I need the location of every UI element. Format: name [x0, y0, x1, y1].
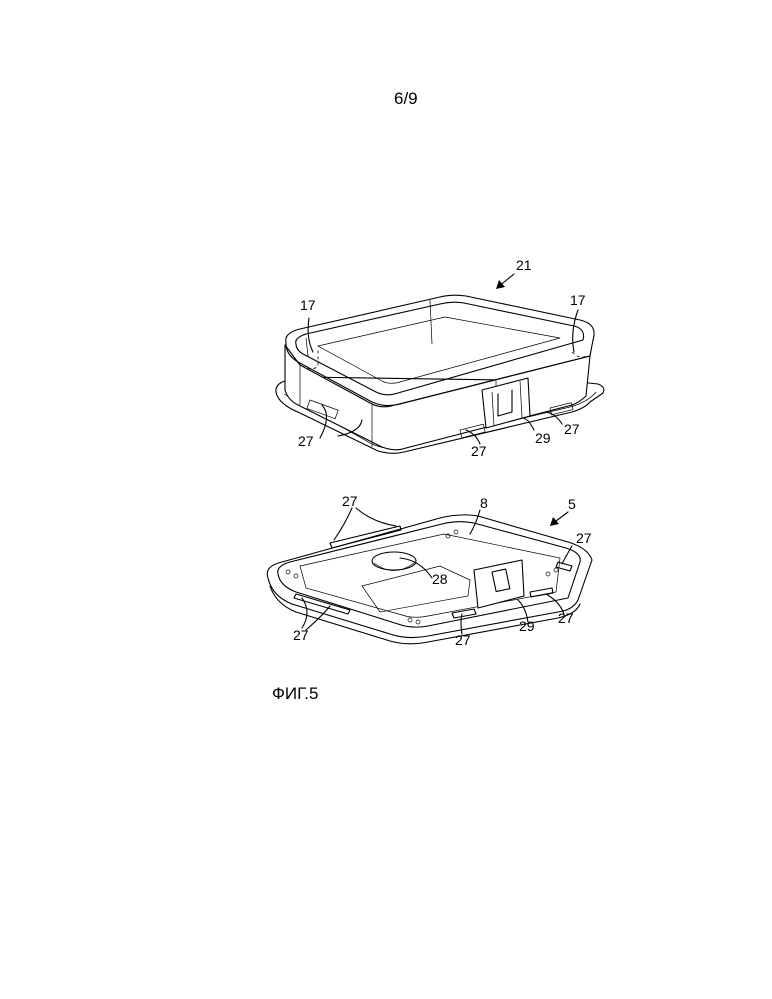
label-27: 27: [558, 610, 574, 626]
label-27: 27: [342, 493, 358, 509]
label-29: 29: [535, 430, 551, 446]
lower-base-5: [267, 508, 592, 644]
lower-plate-outer: [267, 515, 592, 638]
label-27: 27: [298, 433, 314, 449]
hole-28: [372, 552, 416, 570]
label-17-left: 17: [300, 297, 316, 313]
label-17-right: 17: [570, 292, 586, 308]
hidden-edge-left-17: [302, 350, 318, 369]
ref-21: 21: [516, 257, 532, 273]
back-corner-line: [430, 300, 432, 344]
lower-plate-edge: [270, 586, 580, 644]
label-29: 29: [519, 618, 535, 634]
label-8: 8: [480, 495, 488, 511]
label-27: 27: [293, 627, 309, 643]
label-27: 27: [455, 632, 471, 648]
label-27: 27: [471, 443, 487, 459]
panel-8: [362, 566, 470, 612]
label-27: 27: [564, 421, 580, 437]
slot-27: [294, 594, 350, 614]
ref-5: 5: [568, 496, 576, 512]
latch-29: [474, 560, 524, 608]
label-27: 27: [576, 530, 592, 546]
figure-caption: ФИГ.5: [272, 684, 318, 704]
upper-frame-21: [276, 274, 604, 453]
label-28: 28: [432, 571, 448, 587]
hidden-edge-right-17: [572, 352, 586, 357]
